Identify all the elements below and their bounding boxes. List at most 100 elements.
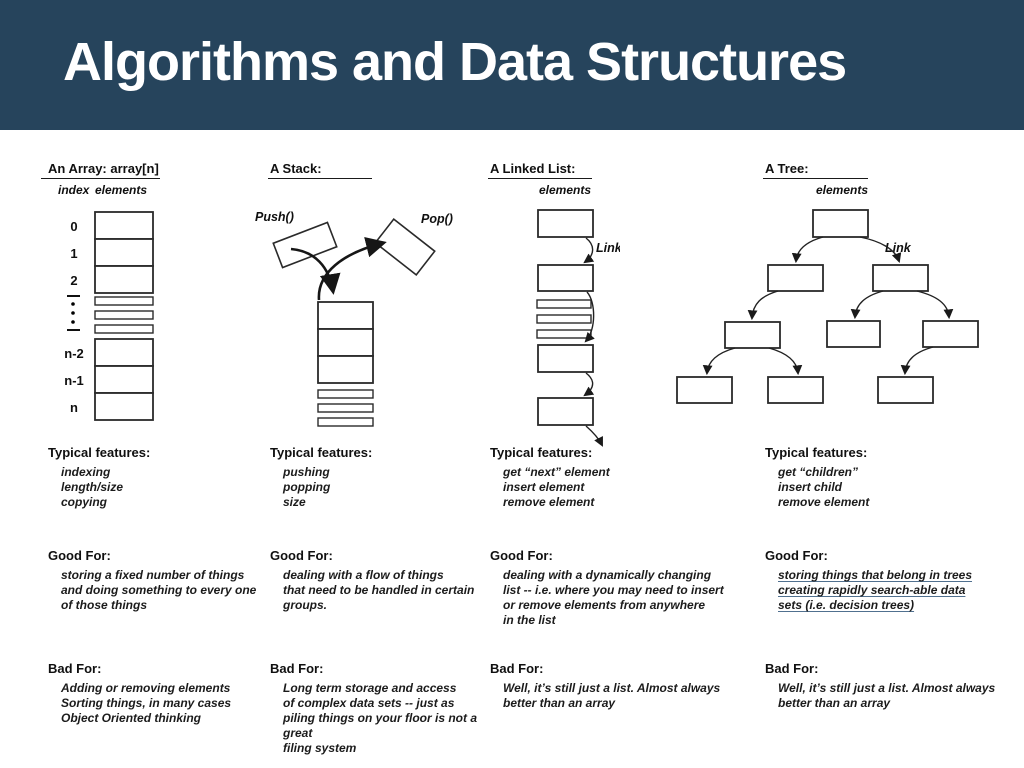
array-index-n1: n-1 (64, 373, 84, 388)
section-heading: Good For: (270, 548, 333, 563)
array-ellipsis-bracket (67, 295, 80, 331)
linked-list-title: A Linked List: (488, 161, 592, 179)
stack-title: A Stack: (268, 161, 372, 179)
list-ellipsis-node (536, 329, 592, 339)
array-title: An Array: array[n] (41, 161, 160, 179)
link-arrow (583, 237, 595, 264)
tree-typical-features: Typical features: get “children” insert … (765, 445, 869, 510)
tree-node (826, 320, 881, 348)
section-heading: Typical features: (765, 445, 868, 460)
section-heading: Good For: (48, 548, 111, 563)
array-index-numbers: 0 1 2 n-2 n-1 n (64, 219, 84, 415)
array-cell (94, 365, 154, 394)
array-index-0: 0 (70, 219, 77, 234)
section-body: get “next” element insert element remove… (503, 465, 610, 509)
ellipsis-dot (71, 311, 75, 315)
tree-node (767, 264, 824, 292)
tree-nodes (676, 209, 979, 404)
array-typical-features: Typical features: indexing length/size c… (48, 445, 150, 510)
linked-list-bad-for: Bad For: Well, it’s still just a list. A… (490, 661, 720, 711)
linked-list-typical-features: Typical features: get “next” element ins… (490, 445, 610, 510)
link-arrow (850, 290, 884, 320)
title-banner: Algorithms and Data Structures (0, 0, 1024, 130)
array-cell (94, 338, 154, 367)
slide-title: Algorithms and Data Structures (63, 32, 847, 92)
stack-bad-for: Bad For: Long term storage and access of… (270, 661, 498, 756)
section-heading: Bad For: (765, 661, 819, 676)
tree-bad-for: Bad For: Well, it’s still just a list. A… (765, 661, 995, 711)
tree-title: A Tree: (763, 161, 868, 179)
array-cell (94, 211, 154, 240)
section-body: dealing with a dynamically changing list… (503, 568, 724, 627)
section-heading: Good For: (765, 548, 828, 563)
section-heading: Typical features: (490, 445, 593, 460)
stack-cell (317, 355, 374, 384)
stack-ellipsis-cell (317, 403, 374, 413)
stack-ellipsis-cell (317, 389, 374, 399)
tree-elements-label: elements (815, 183, 868, 197)
section-body: pushing popping size (283, 465, 331, 509)
section-body: Long term storage and access of complex … (283, 681, 477, 755)
array-cell (94, 392, 154, 421)
section-body: storing things that belong in trees crea… (778, 568, 973, 612)
pop-item-box (374, 218, 436, 276)
tree-node (724, 321, 781, 349)
array-cell (94, 265, 154, 294)
array-index-1: 1 (70, 246, 77, 261)
stack-column: A Stack: Push() Pop() (255, 130, 498, 768)
push-arrow (290, 247, 341, 295)
link-arrow (791, 236, 824, 264)
array-index-2: 2 (70, 273, 77, 288)
tree-root-node (812, 209, 869, 238)
array-cell (94, 238, 154, 267)
link-label: Link (885, 241, 912, 255)
list-node (537, 397, 594, 426)
linked-list-links (583, 237, 603, 447)
array-index-label: index (58, 183, 90, 197)
ellipsis-dot (71, 302, 75, 306)
linked-list-elements-label: elements (538, 183, 591, 197)
section-body: Well, it’s still just a list. Almost alw… (778, 681, 996, 710)
link-arrow (747, 290, 779, 321)
section-heading: Bad For: (270, 661, 324, 676)
section-body: get “children” insert child remove eleme… (778, 465, 870, 509)
stack-cell (317, 328, 374, 357)
array-ellipsis-cell (94, 310, 154, 320)
list-node (537, 209, 594, 238)
tree-links (702, 236, 954, 376)
stack-good-for: Good For: dealing with a flow of things … (270, 548, 474, 613)
list-node (537, 344, 594, 373)
tree-column: A Tree: elements Link (676, 130, 1013, 768)
link-arrow (916, 290, 954, 320)
array-cells (94, 211, 154, 421)
array-good-for: Good For: storing a fixed number of thin… (48, 548, 256, 613)
stack-cells (317, 301, 374, 427)
array-index-n2: n-2 (64, 346, 84, 361)
section-heading: Bad For: (490, 661, 544, 676)
link-label: Link (596, 241, 620, 255)
linked-list-nodes (536, 209, 594, 426)
linked-list-good-for: Good For: dealing with a dynamically cha… (490, 548, 724, 628)
section-heading: Typical features: (270, 445, 373, 460)
stack-ellipsis-cell (317, 417, 374, 427)
ellipsis-dot (71, 320, 75, 324)
array-elements-label: elements (95, 183, 148, 197)
push-item-box (272, 221, 338, 269)
tree-node (922, 320, 979, 348)
tree-node (877, 376, 934, 404)
link-arrow (702, 347, 736, 376)
linked-list-column: A Linked List: elements Link (488, 130, 738, 768)
section-body: Well, it’s still just a list. Almost alw… (503, 681, 721, 710)
tree-good-for: Good For: storing things that belong in … (765, 548, 972, 613)
section-body: Adding or removing elements Sorting thin… (61, 681, 232, 725)
list-ellipsis-node (536, 299, 592, 309)
link-arrow (768, 347, 803, 376)
array-column: An Array: array[n] index elements 0 1 2 … (41, 130, 266, 768)
array-diagram: 0 1 2 n-2 n-1 n (64, 211, 154, 421)
slide-content: An Array: array[n] index elements 0 1 2 … (0, 130, 1024, 768)
stack-diagram: Push() Pop() (255, 210, 453, 427)
linked-list-diagram: Link (536, 209, 620, 447)
array-ellipsis-cell (94, 296, 154, 306)
tree-diagram: Link (676, 209, 979, 404)
